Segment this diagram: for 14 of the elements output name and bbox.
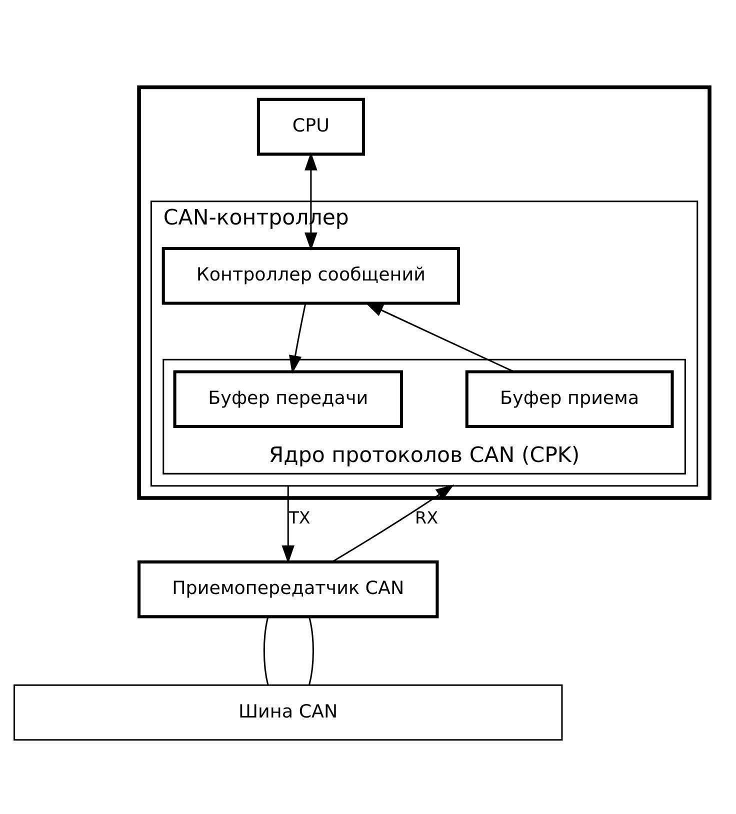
node-box: Буфер передачи [173, 370, 403, 428]
arrow [282, 485, 295, 564]
edge-label: RX [415, 507, 438, 528]
arrow [304, 152, 318, 250]
node-box: Контроллер сообщений [162, 246, 460, 304]
connector [308, 616, 314, 685]
node-box: Буфер приема [465, 370, 674, 428]
arrow [364, 302, 514, 372]
node-box: Приемопередатчик CAN [138, 560, 439, 618]
node-box: Шина CAN [14, 684, 563, 740]
node-box: CPU [256, 97, 365, 156]
arrow [288, 302, 306, 374]
connector [263, 616, 269, 685]
arrow [332, 484, 454, 562]
